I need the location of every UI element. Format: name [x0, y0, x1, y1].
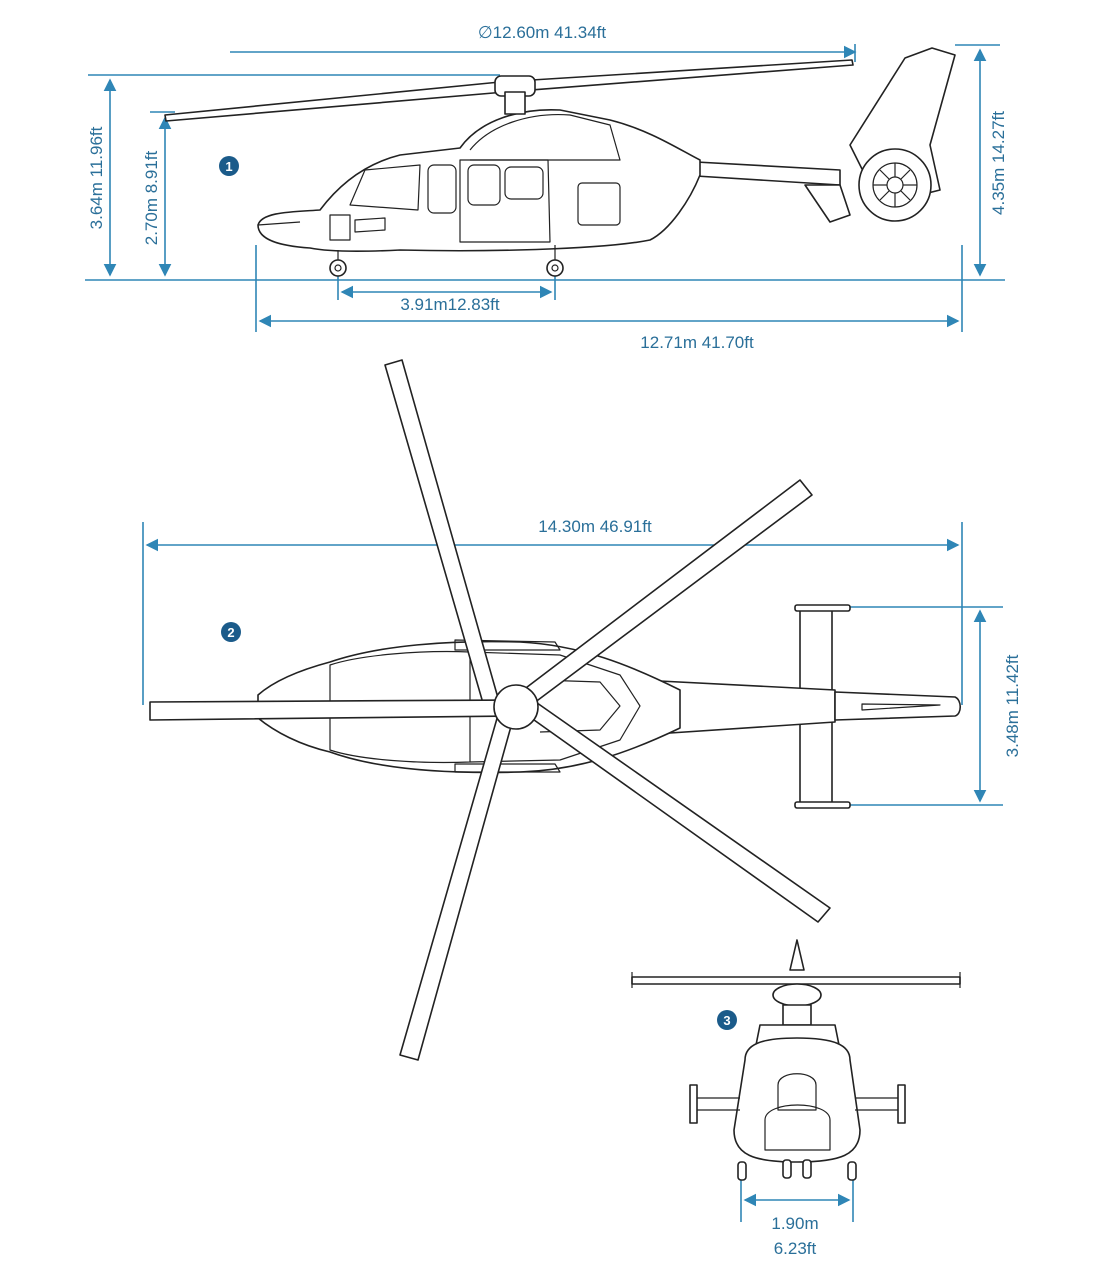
view-badge-2 [221, 622, 241, 642]
length-label: 12.71m 41.70ft [640, 333, 754, 352]
view-badge-1 [219, 156, 239, 176]
view-badge-3-number: 3 [723, 1013, 730, 1028]
top-helicopter-drawing [149, 359, 962, 1061]
rotor-diameter-label: ∅12.60m 41.34ft [478, 23, 606, 42]
side-view: ∅12.60m 41.34ft 3.64m 11.96ft 2.70m 8.91… [85, 23, 1008, 352]
cabin-height-label: 2.70m 8.91ft [142, 150, 161, 245]
overall-length-label: 14.30m 46.91ft [538, 517, 652, 536]
tail-height-label: 4.35m 14.27ft [989, 111, 1008, 215]
track-label-m: 1.90m [771, 1214, 818, 1233]
view-badge-3 [717, 1010, 737, 1030]
stabilizer-span-label: 3.48m 11.42ft [1003, 654, 1022, 757]
wheelbase-label: 3.91m12.83ft [400, 295, 500, 314]
rotor-height-label: 3.64m 11.96ft [87, 126, 106, 229]
side-helicopter-drawing [164, 47, 956, 277]
view-badge-1-number: 1 [225, 159, 232, 174]
view-badge-2-number: 2 [227, 625, 234, 640]
top-view: 14.30m 46.91ft 3.48m 11.42ft 2 [142, 359, 1022, 1061]
front-helicopter-drawing [631, 939, 961, 1181]
front-view: 3 1.90m 6.23ft [631, 939, 961, 1258]
track-label-ft: 6.23ft [774, 1239, 817, 1258]
